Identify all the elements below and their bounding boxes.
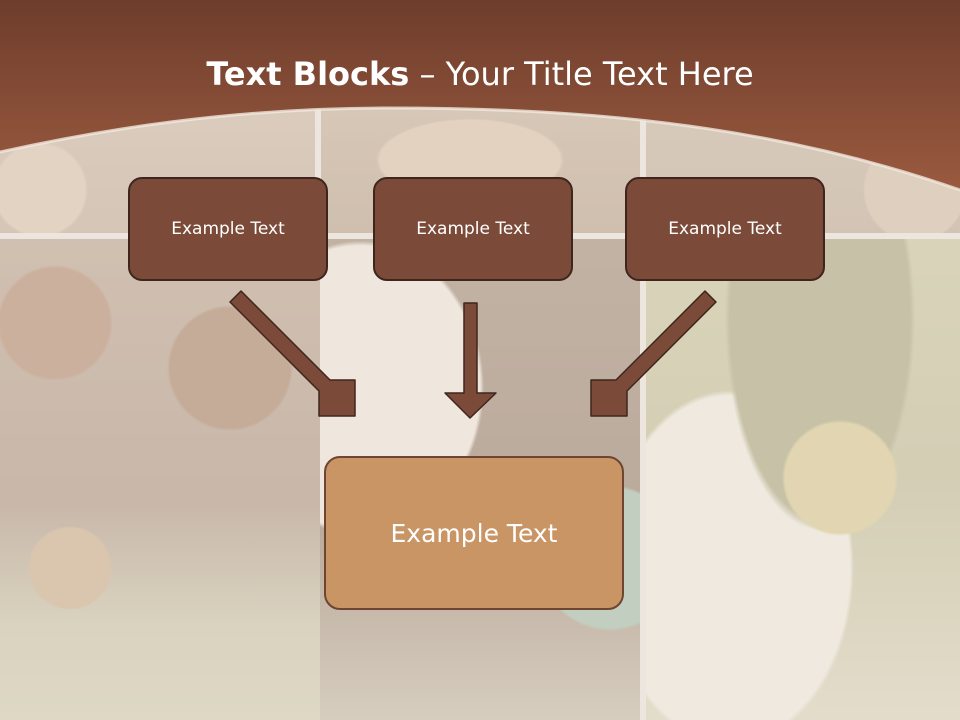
arrow-right-icon bbox=[590, 290, 717, 417]
photo-divider-right bbox=[640, 100, 646, 720]
title-rest: Your Title Text Here bbox=[445, 55, 754, 93]
title-bold: Text Blocks bbox=[206, 55, 410, 93]
text-block-2[interactable]: Example Text bbox=[373, 177, 573, 281]
header-band bbox=[0, 0, 960, 192]
title-separator: – bbox=[409, 55, 446, 93]
arrow-down-icon bbox=[444, 302, 497, 419]
text-block-3[interactable]: Example Text bbox=[625, 177, 825, 281]
text-block-1[interactable]: Example Text bbox=[128, 177, 328, 281]
page-title: Text Blocks – Your Title Text Here bbox=[0, 55, 960, 93]
photo-divider-top-left bbox=[315, 100, 321, 235]
text-block-result[interactable]: Example Text bbox=[324, 456, 624, 610]
arrow-left-icon bbox=[229, 290, 356, 417]
